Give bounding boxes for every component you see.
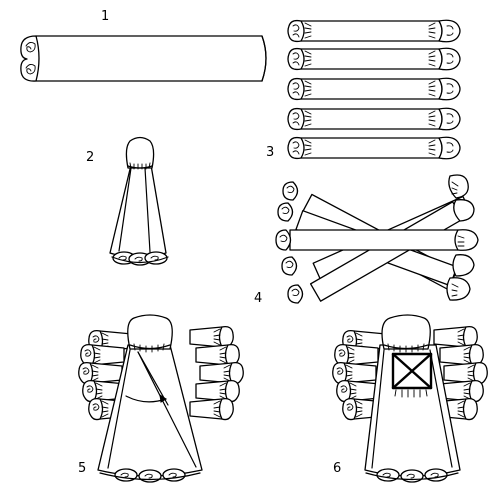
step-2-figure xyxy=(109,136,169,266)
step-4-number: 4 xyxy=(254,291,263,306)
step-1-figure xyxy=(20,35,267,82)
step-2-number: 2 xyxy=(86,150,95,165)
step-3-number: 3 xyxy=(266,145,275,160)
step-4-figure xyxy=(275,174,479,304)
step-5-number: 5 xyxy=(78,461,87,476)
step-3-figure xyxy=(287,19,461,160)
step-6-number: 6 xyxy=(333,461,342,476)
step-1-number: 1 xyxy=(101,9,110,24)
step-5-figure xyxy=(78,314,244,483)
step-6-figure xyxy=(332,314,488,483)
